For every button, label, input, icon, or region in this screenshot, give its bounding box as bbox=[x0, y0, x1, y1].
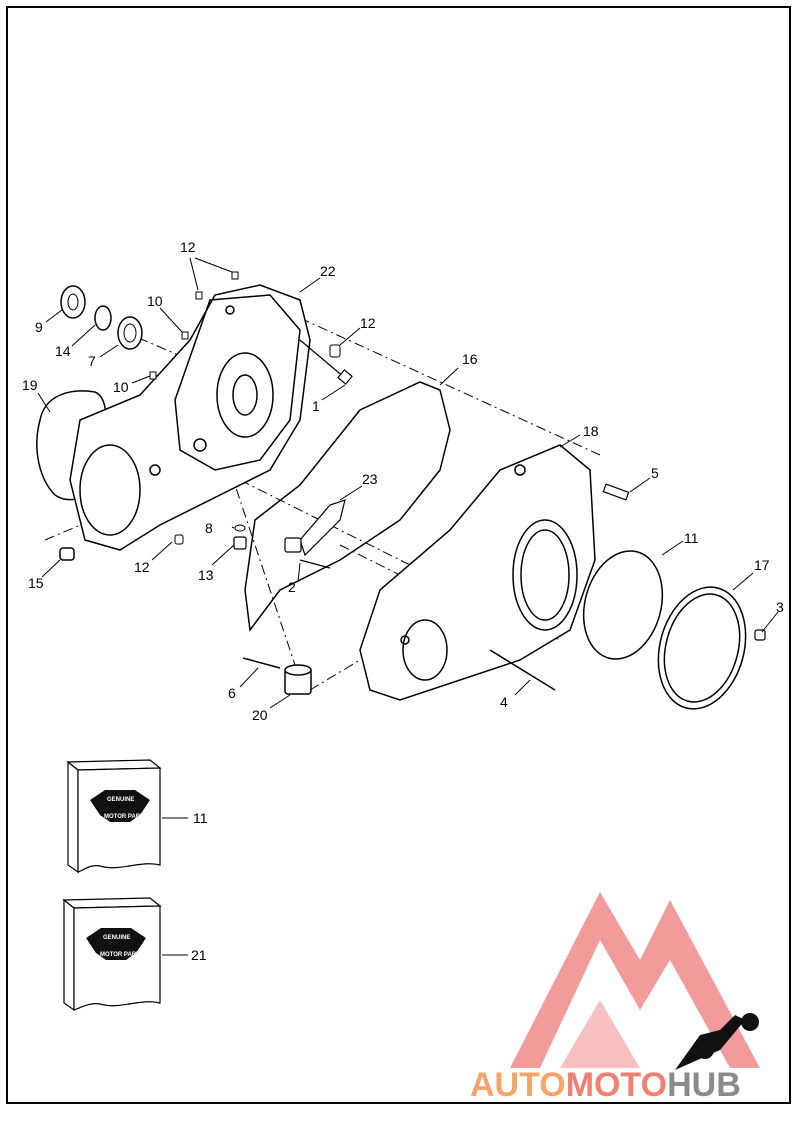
part-22-inner-housing bbox=[69, 284, 311, 551]
callout-22: 22 bbox=[320, 263, 336, 279]
part-20-damper bbox=[284, 664, 312, 695]
part-13-fitting bbox=[233, 536, 247, 550]
callout-23: 23 bbox=[362, 471, 378, 487]
callout-11: 11 bbox=[684, 530, 699, 546]
motorcycle-icon bbox=[675, 1013, 759, 1070]
callout-19: 19 bbox=[22, 377, 38, 393]
callout-1: 1 bbox=[312, 398, 320, 414]
callout-21: 21 bbox=[191, 947, 207, 963]
part-15-dowel bbox=[59, 547, 75, 561]
callout-15: 15 bbox=[28, 575, 44, 591]
brand-auto: AUTO bbox=[470, 1066, 566, 1104]
part-9-seal bbox=[60, 285, 86, 319]
callout-3: 3 bbox=[776, 599, 784, 615]
callout-16: 16 bbox=[462, 351, 478, 367]
svg-text:MOTOR PARTS: MOTOR PARTS bbox=[100, 952, 144, 958]
part-17-derby-cover bbox=[657, 586, 747, 710]
callout-13: 13 bbox=[198, 567, 214, 583]
callout-11: 11 bbox=[193, 810, 208, 826]
diagram-frame bbox=[6, 6, 791, 1104]
part-3-screw bbox=[754, 629, 766, 641]
callout-9: 9 bbox=[35, 319, 43, 335]
genuine-badge: GENUINE MOTOR PARTS bbox=[90, 790, 150, 822]
part-16-gasket bbox=[244, 381, 451, 632]
svg-text:GENUINE: GENUINE bbox=[107, 797, 134, 803]
callout-8: 8 bbox=[205, 520, 213, 536]
svg-text:GENUINE: GENUINE bbox=[103, 935, 130, 941]
callout-12: 12 bbox=[360, 315, 376, 331]
callout-12: 12 bbox=[180, 239, 196, 255]
part-18-outer-cover bbox=[359, 444, 596, 701]
leader-lines bbox=[37, 257, 779, 956]
callout-12: 12 bbox=[134, 559, 150, 575]
part-6-bolt bbox=[242, 657, 281, 669]
callout-4: 4 bbox=[500, 694, 508, 710]
part-11-o-ring bbox=[582, 550, 664, 660]
part-2-bolt bbox=[299, 559, 331, 569]
callout-20: 20 bbox=[252, 707, 268, 723]
callout-labels: 12 22 10 12 9 14 7 16 19 10 1 18 23 5 8 … bbox=[22, 239, 784, 963]
part-14-ring bbox=[94, 305, 112, 331]
brand-hub: HUB bbox=[667, 1066, 741, 1104]
callout-2: 2 bbox=[288, 579, 296, 595]
kit-box-11: GENUINE MOTOR PARTS bbox=[66, 759, 162, 874]
automotohub-logo: AUTOMOTOHUB bbox=[470, 892, 760, 1104]
part-23-tensioner bbox=[284, 499, 346, 557]
svg-text:AUTOMOTOHUB: AUTOMOTOHUB bbox=[470, 1066, 741, 1104]
brand-moto: MOTO bbox=[566, 1066, 667, 1104]
part-1-bolt bbox=[299, 339, 353, 385]
kit-box-21: GENUINE MOTOR PARTS bbox=[62, 897, 162, 1012]
callout-5: 5 bbox=[651, 465, 659, 481]
callout-18: 18 bbox=[583, 423, 599, 439]
callout-7: 7 bbox=[88, 353, 96, 369]
part-4-bolt bbox=[489, 649, 556, 691]
callout-10: 10 bbox=[147, 293, 163, 309]
callout-17: 17 bbox=[754, 557, 770, 573]
part-7-bearing bbox=[117, 316, 143, 350]
svg-text:MOTOR PARTS: MOTOR PARTS bbox=[104, 814, 148, 820]
callout-14: 14 bbox=[55, 343, 71, 359]
dowel-pins bbox=[149, 271, 341, 545]
logo-triangle-mark bbox=[510, 892, 760, 1068]
part-5-bolt bbox=[602, 483, 630, 501]
callout-10: 10 bbox=[113, 379, 129, 395]
callout-6: 6 bbox=[228, 685, 236, 701]
genuine-badge: GENUINE MOTOR PARTS bbox=[86, 928, 146, 960]
part-8-washer bbox=[234, 524, 246, 532]
